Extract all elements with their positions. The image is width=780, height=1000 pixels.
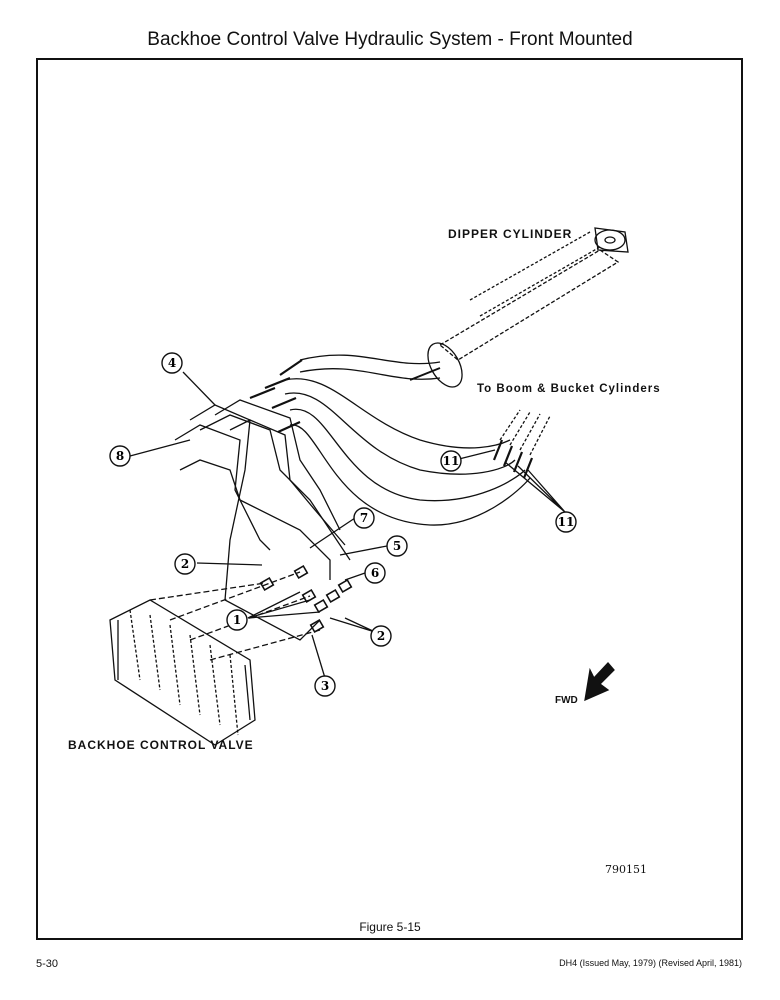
callout-11a: 11 — [440, 450, 462, 472]
steel-tubes — [174, 399, 351, 641]
svg-text:4: 4 — [168, 356, 176, 370]
svg-text:5: 5 — [393, 539, 401, 553]
control-valve-body — [109, 599, 256, 746]
boom-bucket-hoses — [499, 409, 551, 456]
svg-text:1: 1 — [233, 613, 241, 627]
callout-1: 1 — [226, 609, 248, 631]
fwd-arrow — [584, 662, 615, 702]
callout-4: 4 — [161, 352, 183, 374]
callout-5: 5 — [386, 535, 408, 557]
callout-8: 8 — [109, 445, 131, 467]
callout-2b: 2 — [370, 625, 392, 647]
callout-3: 3 — [314, 675, 336, 697]
svg-text:11: 11 — [443, 454, 460, 468]
hose-fittings — [249, 359, 534, 479]
page-number: 5-30 — [36, 958, 59, 970]
figure-frame — [36, 58, 743, 940]
valve-adapters — [259, 564, 353, 634]
svg-text:8: 8 — [116, 449, 124, 463]
callout-6: 6 — [364, 562, 386, 584]
page-title: Backhoe Control Valve Hydraulic System -… — [147, 29, 633, 50]
svg-text:2: 2 — [377, 629, 385, 643]
svg-text:2: 2 — [181, 557, 189, 571]
svg-text:3: 3 — [321, 679, 329, 693]
figure-caption: Figure 5-15 — [359, 920, 421, 934]
dipper-cylinder-label: DIPPER CYLINDER — [448, 227, 573, 241]
control-valve-label: BACKHOE CONTROL VALVE — [68, 738, 254, 752]
figure-number: 790151 — [605, 863, 647, 876]
svg-text:7: 7 — [360, 511, 368, 525]
callout-11b: 11 — [555, 511, 577, 533]
callout-2a: 2 — [174, 553, 196, 575]
svg-text:6: 6 — [371, 566, 379, 580]
hydraulic-hoses — [284, 354, 531, 526]
svg-text:11: 11 — [558, 515, 575, 529]
fwd-label: FWD — [555, 695, 578, 706]
revision-note: DH4 (Issued May, 1979) (Revised April, 1… — [559, 958, 742, 968]
dipper-cylinder — [409, 227, 629, 388]
callouts: 4 8 2 1 3 7 5 6 2 11 11 — [109, 352, 577, 697]
boom-bucket-label: To Boom & Bucket Cylinders — [477, 383, 661, 395]
callout-7: 7 — [353, 507, 375, 529]
leader-lines — [129, 371, 566, 679]
